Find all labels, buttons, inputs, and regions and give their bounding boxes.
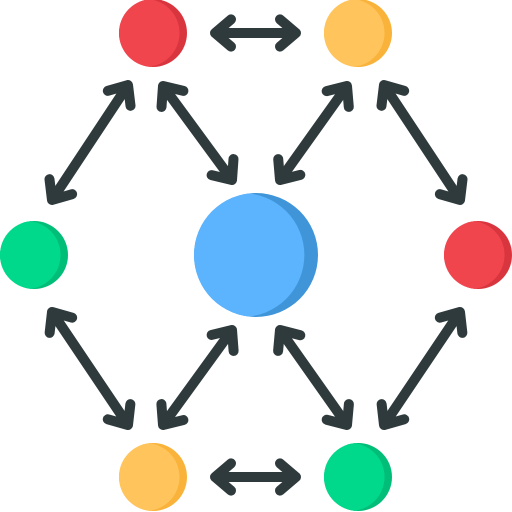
arrow-shaft — [277, 84, 350, 182]
arrowhead — [275, 458, 301, 496]
arrow-shaft — [160, 84, 235, 182]
arrowhead — [321, 399, 354, 430]
arrowhead — [434, 307, 468, 338]
arrowhead — [376, 80, 410, 111]
node-right — [444, 221, 512, 289]
node-bottom-right — [324, 443, 392, 511]
double-arrow-icon — [44, 307, 136, 430]
arrowhead — [321, 81, 354, 112]
node-bottom-left — [119, 443, 187, 511]
arrowhead — [275, 14, 301, 52]
node-circle — [119, 443, 180, 511]
arrow-shaft — [381, 310, 463, 427]
double-arrow-icon — [273, 81, 354, 185]
arrowhead — [44, 307, 78, 338]
node-circle — [324, 443, 385, 511]
node-circle — [444, 221, 505, 289]
arrow-shaft — [49, 310, 131, 427]
arrow-shaft — [160, 328, 235, 427]
double-arrow-icon — [210, 14, 301, 52]
node-top-left — [119, 0, 187, 67]
node-circle — [324, 0, 385, 67]
node-left — [0, 221, 68, 289]
double-arrow-icon — [156, 81, 239, 185]
arrowhead — [273, 154, 306, 185]
double-arrow-icon — [376, 80, 468, 205]
arrow-shaft — [277, 328, 350, 427]
arrow-shaft — [49, 83, 131, 202]
arrowhead — [44, 174, 78, 205]
arrowhead — [156, 399, 189, 430]
arrowhead — [434, 174, 468, 205]
arrowhead — [102, 80, 136, 111]
arrowhead — [206, 325, 239, 356]
arrow-shaft — [381, 83, 463, 202]
arrows-layer — [44, 14, 468, 496]
double-arrow-icon — [44, 80, 136, 205]
arrowhead — [102, 399, 136, 430]
arrowhead — [273, 325, 306, 356]
node-circle — [0, 221, 61, 289]
node-top-right — [324, 0, 392, 67]
node-circle — [194, 193, 305, 317]
double-arrow-icon — [273, 325, 354, 430]
node-circle — [119, 0, 180, 67]
arrowhead — [210, 458, 236, 496]
double-arrow-icon — [210, 458, 301, 496]
arrowhead — [210, 14, 236, 52]
node-center — [194, 193, 318, 317]
arrowhead — [376, 399, 410, 430]
arrowhead — [156, 81, 189, 112]
double-arrow-icon — [156, 325, 239, 430]
double-arrow-icon — [376, 307, 468, 430]
arrowhead — [206, 154, 239, 185]
